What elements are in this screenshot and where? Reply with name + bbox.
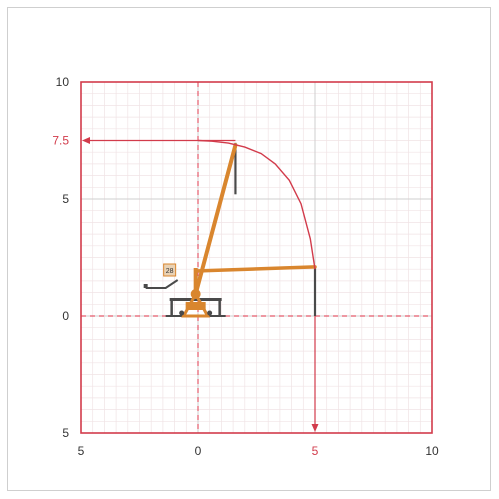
reach-envelope xyxy=(197,139,316,270)
base-body xyxy=(185,302,206,310)
max-reach-arrow xyxy=(311,424,319,432)
y-tick-label: 5 xyxy=(62,426,69,440)
plot-border xyxy=(80,81,433,434)
x-tick-label: 10 xyxy=(425,444,439,458)
operator-panel xyxy=(163,263,177,277)
minor-grid xyxy=(81,82,432,433)
y-tick-label: 10 xyxy=(56,75,70,89)
x-tick-label: 5 xyxy=(312,444,319,458)
x-tick-label: 0 xyxy=(195,444,202,458)
reach-diagram: 28 10 7.5 5 0 5 5 0 5 10 xyxy=(52,75,439,458)
wheel xyxy=(179,310,185,316)
y-tick-labels: 10 7.5 5 0 5 xyxy=(52,75,69,440)
y-tick-label: 0 xyxy=(62,309,69,323)
boom-horizontal xyxy=(193,265,317,273)
y-tick-label: 5 xyxy=(62,192,69,206)
outrigger-beam xyxy=(169,298,222,301)
reach-annotations xyxy=(82,137,319,432)
x-tick-label: 5 xyxy=(78,444,85,458)
x-tick-labels: 5 0 5 10 xyxy=(78,444,439,458)
panel-label: 28 xyxy=(166,268,174,275)
diagram-frame: 28 10 7.5 5 0 5 5 0 5 10 xyxy=(7,7,491,491)
crane-illustration: 28 xyxy=(143,142,317,318)
control-arm xyxy=(145,279,179,289)
max-height-arrow xyxy=(82,137,90,144)
y-tick-label: 7.5 xyxy=(52,134,69,148)
reach-envelope-curve xyxy=(197,139,316,270)
wheel xyxy=(207,310,213,316)
